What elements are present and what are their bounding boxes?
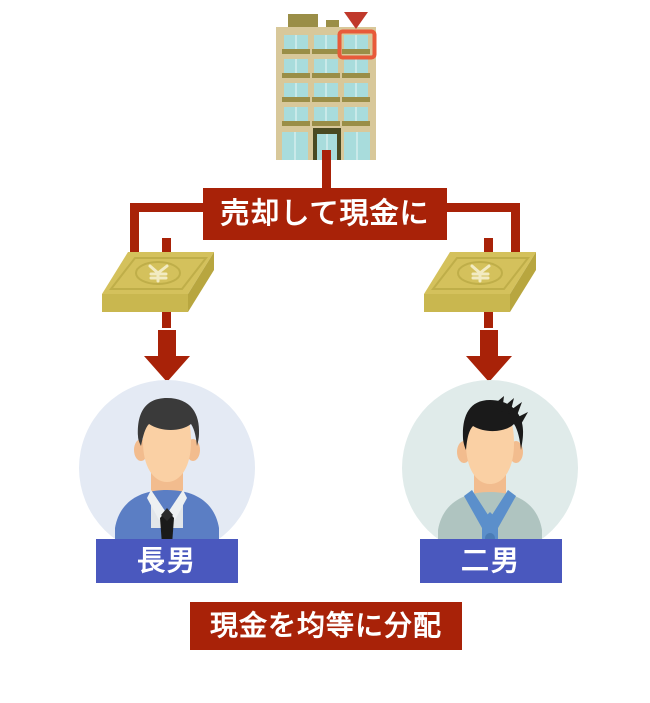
arrow-down-right [466, 330, 512, 382]
connector-banner-left [130, 203, 220, 212]
connector-banner-right [430, 203, 520, 212]
distribution-banner: 現金を均等に分配 [190, 602, 462, 650]
building-icon [270, 12, 382, 160]
arrow-down-left [144, 330, 190, 382]
cash-bundle-icon-left [98, 248, 218, 328]
connector-down-left [130, 203, 139, 265]
distribution-banner-label: 現金を均等に分配 [209, 610, 442, 641]
sale-banner: 売却して現金に [203, 188, 447, 240]
connector-down-right [511, 203, 520, 265]
cash-bundle-icon-right [420, 248, 540, 328]
label-eldest-son: 長男 [96, 539, 238, 583]
avatar-eldest-son [77, 378, 257, 558]
label-second-son: 二男 [420, 539, 562, 583]
location-pin-marker [344, 12, 368, 29]
avatar-second-son [400, 378, 580, 558]
label-second-son-text: 二男 [460, 545, 521, 576]
connector-building-to-banner [322, 150, 331, 202]
label-eldest-son-text: 長男 [136, 545, 197, 576]
sale-banner-label: 売却して現金に [220, 197, 430, 230]
